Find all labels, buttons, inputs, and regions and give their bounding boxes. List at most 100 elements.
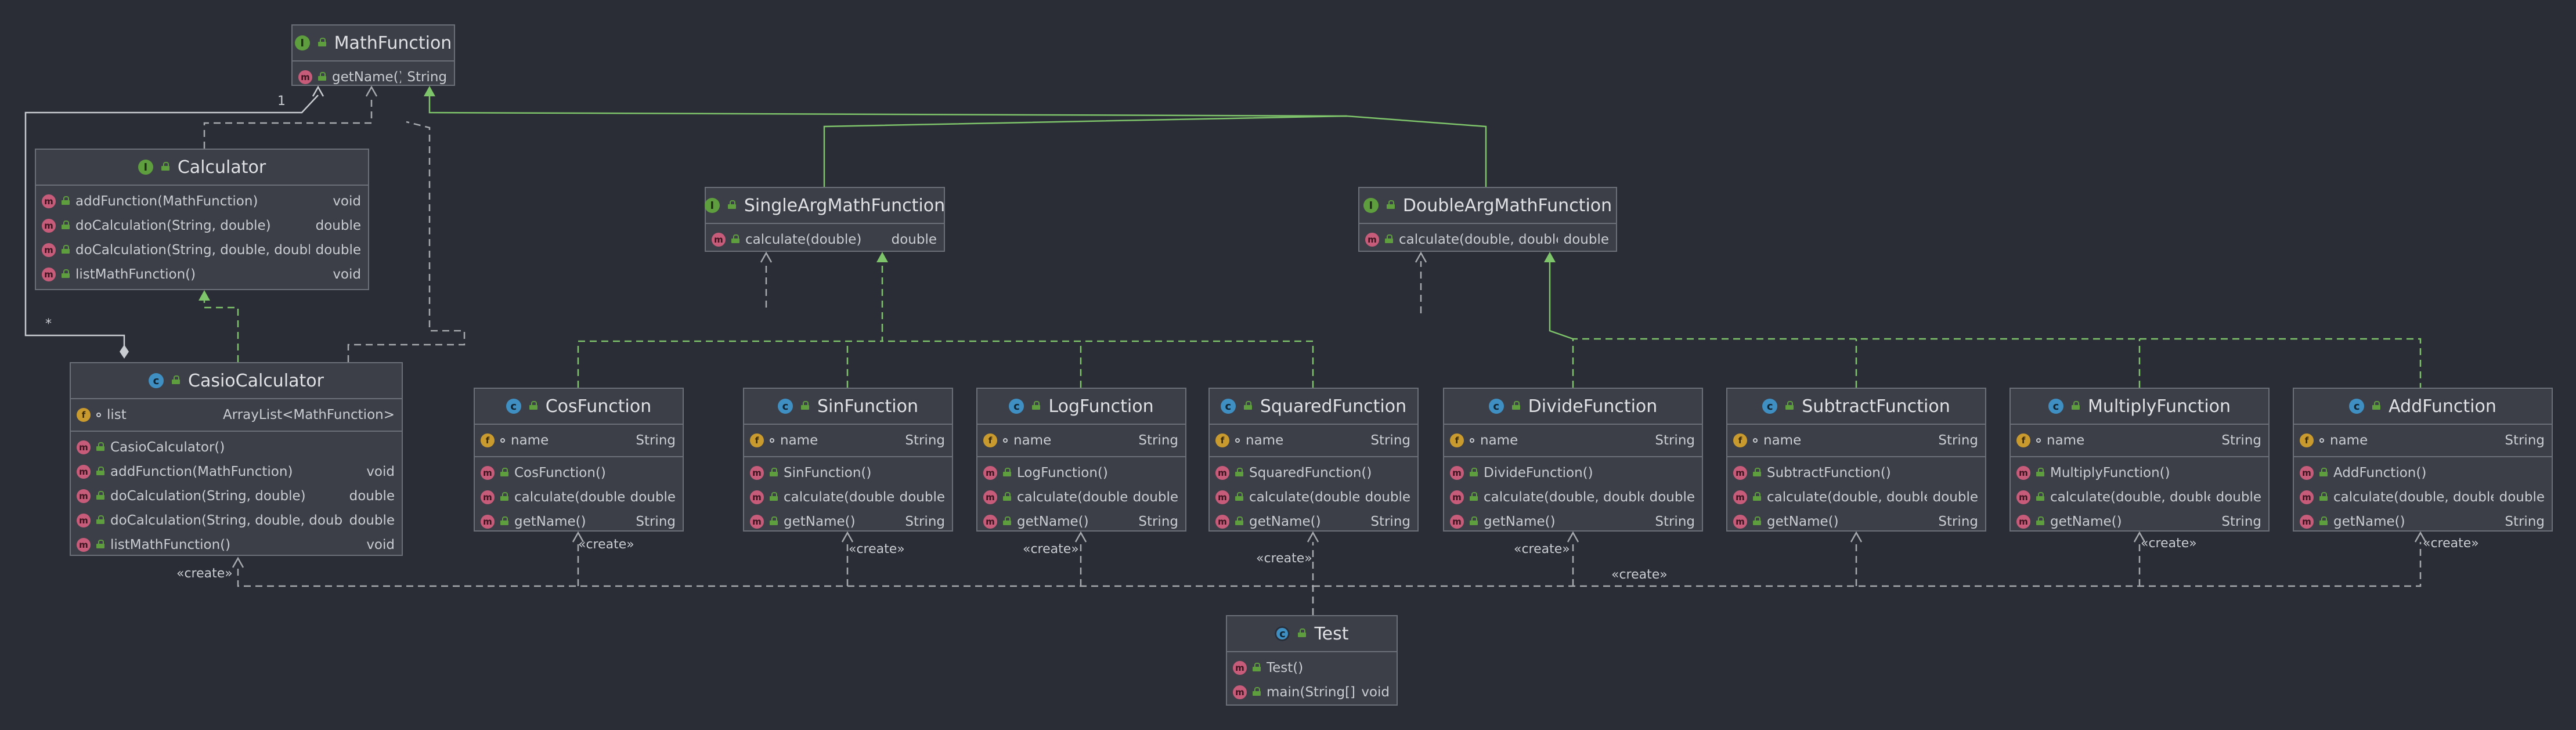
public-icon bbox=[1032, 401, 1041, 410]
public-icon bbox=[1470, 516, 1478, 525]
class-icon: c bbox=[778, 399, 793, 414]
public-icon bbox=[731, 234, 739, 243]
public-icon bbox=[1470, 492, 1478, 501]
package-private-icon bbox=[1235, 438, 1240, 443]
public-icon bbox=[96, 442, 104, 451]
public-icon bbox=[1385, 234, 1393, 243]
field-icon: f bbox=[1733, 433, 1747, 447]
method-icon: m bbox=[2016, 515, 2030, 529]
method-icon: m bbox=[750, 466, 764, 480]
public-icon bbox=[529, 401, 537, 410]
interface-icon: I bbox=[138, 160, 153, 175]
package-private-icon bbox=[500, 438, 505, 443]
method-icon: m bbox=[1215, 466, 1229, 480]
create-label: «create» bbox=[578, 537, 634, 552]
abstract-method-icon: m bbox=[42, 219, 56, 233]
package-private-icon bbox=[2319, 438, 2324, 443]
method-icon: m bbox=[77, 538, 91, 552]
method-icon: m bbox=[481, 466, 495, 480]
public-icon bbox=[2319, 492, 2328, 501]
static-method-icon: m bbox=[1233, 685, 1247, 699]
public-icon bbox=[96, 515, 104, 524]
method-icon: m bbox=[2016, 490, 2030, 504]
field-icon: f bbox=[481, 433, 495, 447]
method-icon: m bbox=[1215, 490, 1229, 504]
open-arrowhead bbox=[1415, 251, 1427, 263]
open-arrowhead bbox=[1567, 531, 1579, 543]
